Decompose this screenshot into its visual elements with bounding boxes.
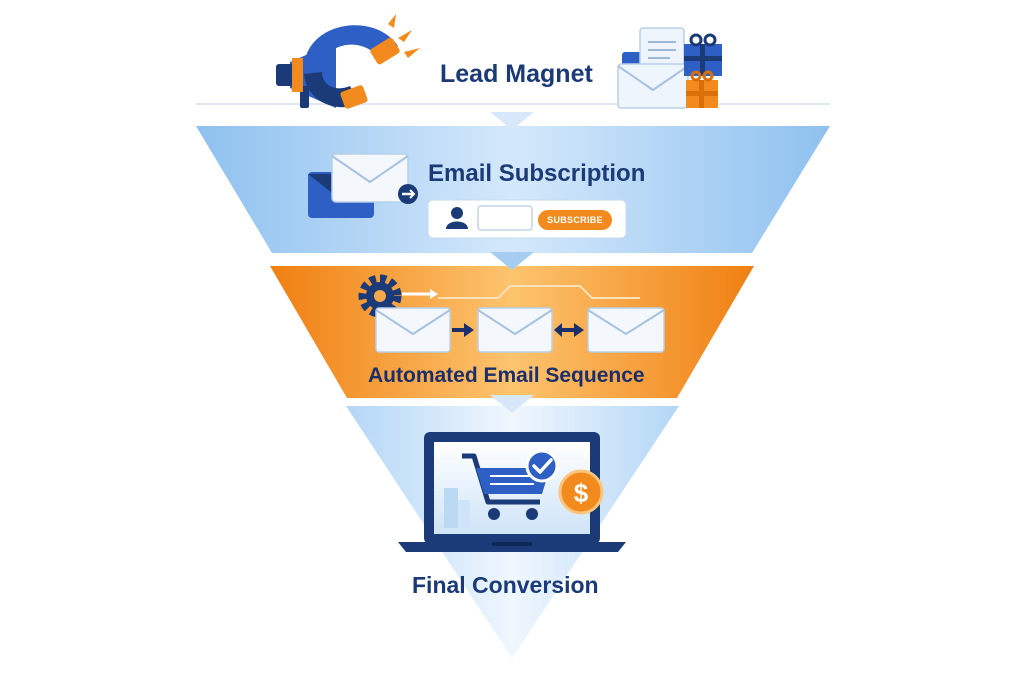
stage-title-automated-email-sequence: Automated Email Sequence [368, 364, 645, 387]
envelope-icon [587, 307, 665, 353]
email-input-field[interactable] [477, 205, 533, 231]
stage-title-lead-magnet: Lead Magnet [440, 60, 593, 88]
magnet-icon [303, 14, 420, 109]
arrow-icon [402, 289, 438, 299]
envelope-icon [617, 63, 689, 109]
sequence-connector [438, 285, 640, 299]
stage-title-final-conversion: Final Conversion [412, 572, 599, 598]
arrow-icon [452, 323, 474, 337]
chevron-down-icon [490, 252, 534, 270]
dollar-coin-icon: $ [558, 469, 604, 515]
arrow-icon [554, 323, 584, 337]
envelope-icon [375, 307, 451, 353]
gear-icon [358, 274, 402, 318]
envelope-icon [331, 153, 409, 203]
subscribe-button-bg[interactable] [538, 210, 612, 230]
gift-box-icon [686, 70, 718, 108]
stage-title-email-subscription: Email Subscription [428, 160, 646, 187]
envelope-icon [477, 307, 553, 353]
svg-text:$: $ [574, 478, 589, 508]
chevron-down-icon [490, 395, 534, 413]
arrow-icon [398, 184, 418, 204]
user-icon [446, 207, 468, 229]
subscribe-button[interactable]: SUBSCRIBE [547, 215, 603, 225]
gift-box-icon [684, 33, 722, 76]
chevron-down-icon [490, 112, 534, 130]
checkmark-icon [525, 449, 559, 483]
